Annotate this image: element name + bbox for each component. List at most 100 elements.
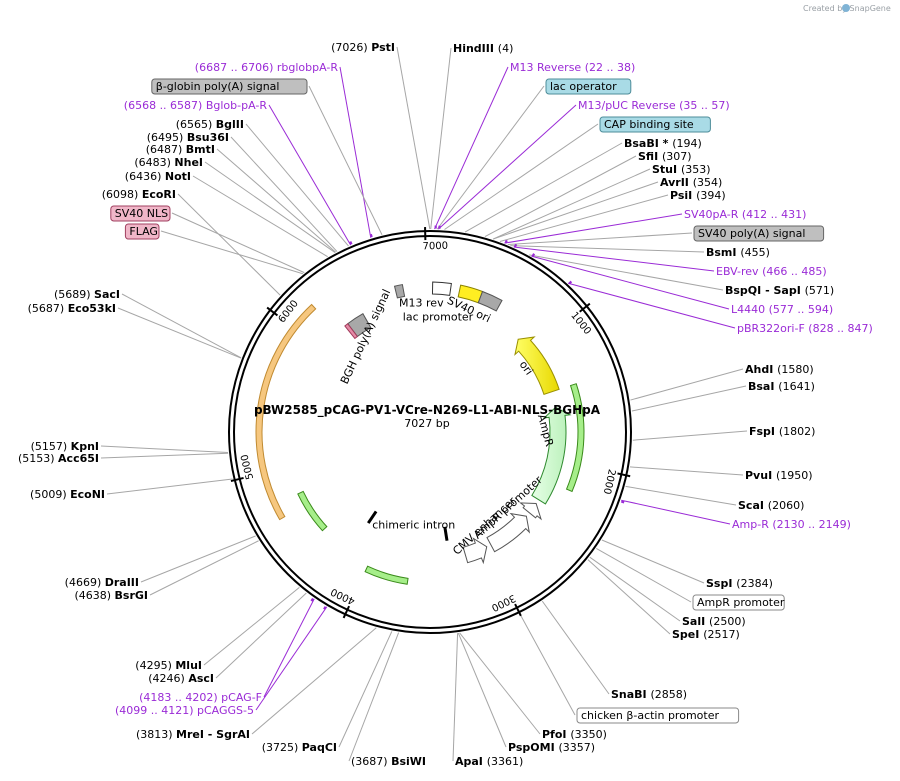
site-label-text: (6495) Bsu36I xyxy=(147,131,229,144)
leader-line xyxy=(106,478,233,495)
leader-line xyxy=(589,556,681,622)
leader-line xyxy=(459,632,541,735)
leader-line xyxy=(625,485,737,506)
label-post: (307) xyxy=(662,150,692,163)
label-name: MreI - SgrAI xyxy=(176,728,250,741)
leader-line xyxy=(493,181,659,240)
label-pre: (4295) xyxy=(135,659,175,672)
label-name: Eco53kI xyxy=(68,302,116,315)
leader-line xyxy=(457,632,507,748)
label-name: HindIII xyxy=(453,42,498,55)
leader-line xyxy=(140,535,256,583)
feature-box-label: CAP binding site xyxy=(604,118,694,131)
label-post: (2500) xyxy=(709,615,746,628)
ruler-tick xyxy=(617,472,631,478)
label-name: SspI xyxy=(706,577,736,590)
site-label-text: PsiI (394) xyxy=(670,189,726,202)
backbone xyxy=(228,230,632,634)
label-name: AscI xyxy=(188,672,214,685)
site-label-bglii: (6565) BglII xyxy=(176,118,244,131)
ruler-label: 5000 xyxy=(239,453,256,480)
label-name: DraIII xyxy=(105,576,139,589)
site-label-text: (4669) DraIII xyxy=(65,576,139,589)
leader-line xyxy=(601,539,705,584)
label-pre: (5009) xyxy=(30,488,70,501)
site-label-pvui: PvuI (1950) xyxy=(745,469,813,482)
label-name: rbglobpA-R xyxy=(277,61,338,74)
ori-arrow xyxy=(514,336,560,395)
site-label-text: (7026) PstI xyxy=(331,41,395,54)
label-post: (1580) xyxy=(777,363,814,376)
label-post: (194) xyxy=(672,137,702,150)
ruler-label: 2000 xyxy=(601,468,617,495)
label-post: (394) xyxy=(696,189,726,202)
leader-line xyxy=(531,255,730,310)
ruler-tick xyxy=(579,302,591,313)
label-name: ScaI xyxy=(738,499,768,512)
label-name: PspOMI xyxy=(508,741,559,754)
site-label-text: (5009) EcoNI xyxy=(30,488,105,501)
site-label-text: SpeI (2517) xyxy=(672,628,740,641)
primer-mark xyxy=(513,243,518,248)
label-pre: (3813) xyxy=(136,728,176,741)
site-label-saci: (5689) SacI xyxy=(54,288,120,301)
leader-line xyxy=(204,161,336,253)
site-label-mlui: (4295) MluI xyxy=(135,659,202,672)
site-label-text: L4440 (577 .. 594) xyxy=(731,303,833,316)
leader-line xyxy=(160,230,303,275)
leader-line xyxy=(484,155,637,238)
label-name: EcoNI xyxy=(70,488,105,501)
label-name: AhdI xyxy=(745,363,777,376)
primer-mark xyxy=(369,233,373,238)
leader-line xyxy=(507,232,693,246)
leader-line xyxy=(587,559,671,635)
label-pre: (6436) xyxy=(125,170,165,183)
feature-box-label: FLAG xyxy=(129,225,158,238)
label-pre: (4099 .. 4121) xyxy=(115,704,197,717)
label-post: (466 .. 485) xyxy=(762,265,827,278)
feature-label: M13 rev xyxy=(399,296,444,309)
leader-line xyxy=(444,123,599,230)
site-label-hindiii: HindIII (4) xyxy=(453,42,513,55)
label-pre: (3687) xyxy=(351,755,391,768)
label-post: (35 .. 57) xyxy=(679,99,730,112)
leader-line xyxy=(149,540,259,596)
primer-mark xyxy=(568,280,573,285)
label-pre: (6098) xyxy=(102,188,142,201)
label-name: BsaI xyxy=(748,380,778,393)
leader-line xyxy=(177,193,281,296)
label-name: AvrII xyxy=(660,176,693,189)
label-pre: (3725) xyxy=(262,741,302,754)
label-post: (577 .. 594) xyxy=(769,303,834,316)
site-label-apai: ApaI (3361) xyxy=(455,755,523,768)
site-label-text: (4099 .. 4121) pCAGGS-5 xyxy=(115,704,254,717)
intron-mark xyxy=(443,526,449,541)
site-label-pfoi: PfoI (3350) xyxy=(542,728,607,741)
label-name: Amp-R xyxy=(732,518,772,531)
leader-line xyxy=(203,587,300,666)
site-label-stui: StuI (353) xyxy=(652,163,711,176)
label-post: (3357) xyxy=(559,741,596,754)
label-post: (2517) xyxy=(703,628,740,641)
label-post: (4) xyxy=(498,42,514,55)
site-label-text: StuI (353) xyxy=(652,163,711,176)
leader-line xyxy=(629,466,744,476)
site-label-pcag-f: (4183 .. 4202) pCAG-F xyxy=(139,691,262,704)
site-label-scai: ScaI (2060) xyxy=(738,499,804,512)
label-name: BsrGI xyxy=(115,589,148,602)
label-post: (353) xyxy=(681,163,711,176)
leader-line xyxy=(513,246,715,272)
site-label-text: (4295) MluI xyxy=(135,659,202,672)
label-name: pCAG-F xyxy=(221,691,262,704)
site-label-text: BspQI - SapI (571) xyxy=(725,284,834,297)
leader-line xyxy=(568,282,736,329)
site-label-econi: (5009) EcoNI xyxy=(30,488,105,501)
feature-label: lac promoter xyxy=(403,310,474,323)
leader-line xyxy=(492,168,651,240)
leader-line xyxy=(430,47,452,230)
label-name: NheI xyxy=(174,156,203,169)
site-label-text: SfiI (307) xyxy=(638,150,692,163)
leader-line xyxy=(308,85,383,235)
leader-line xyxy=(632,430,748,441)
